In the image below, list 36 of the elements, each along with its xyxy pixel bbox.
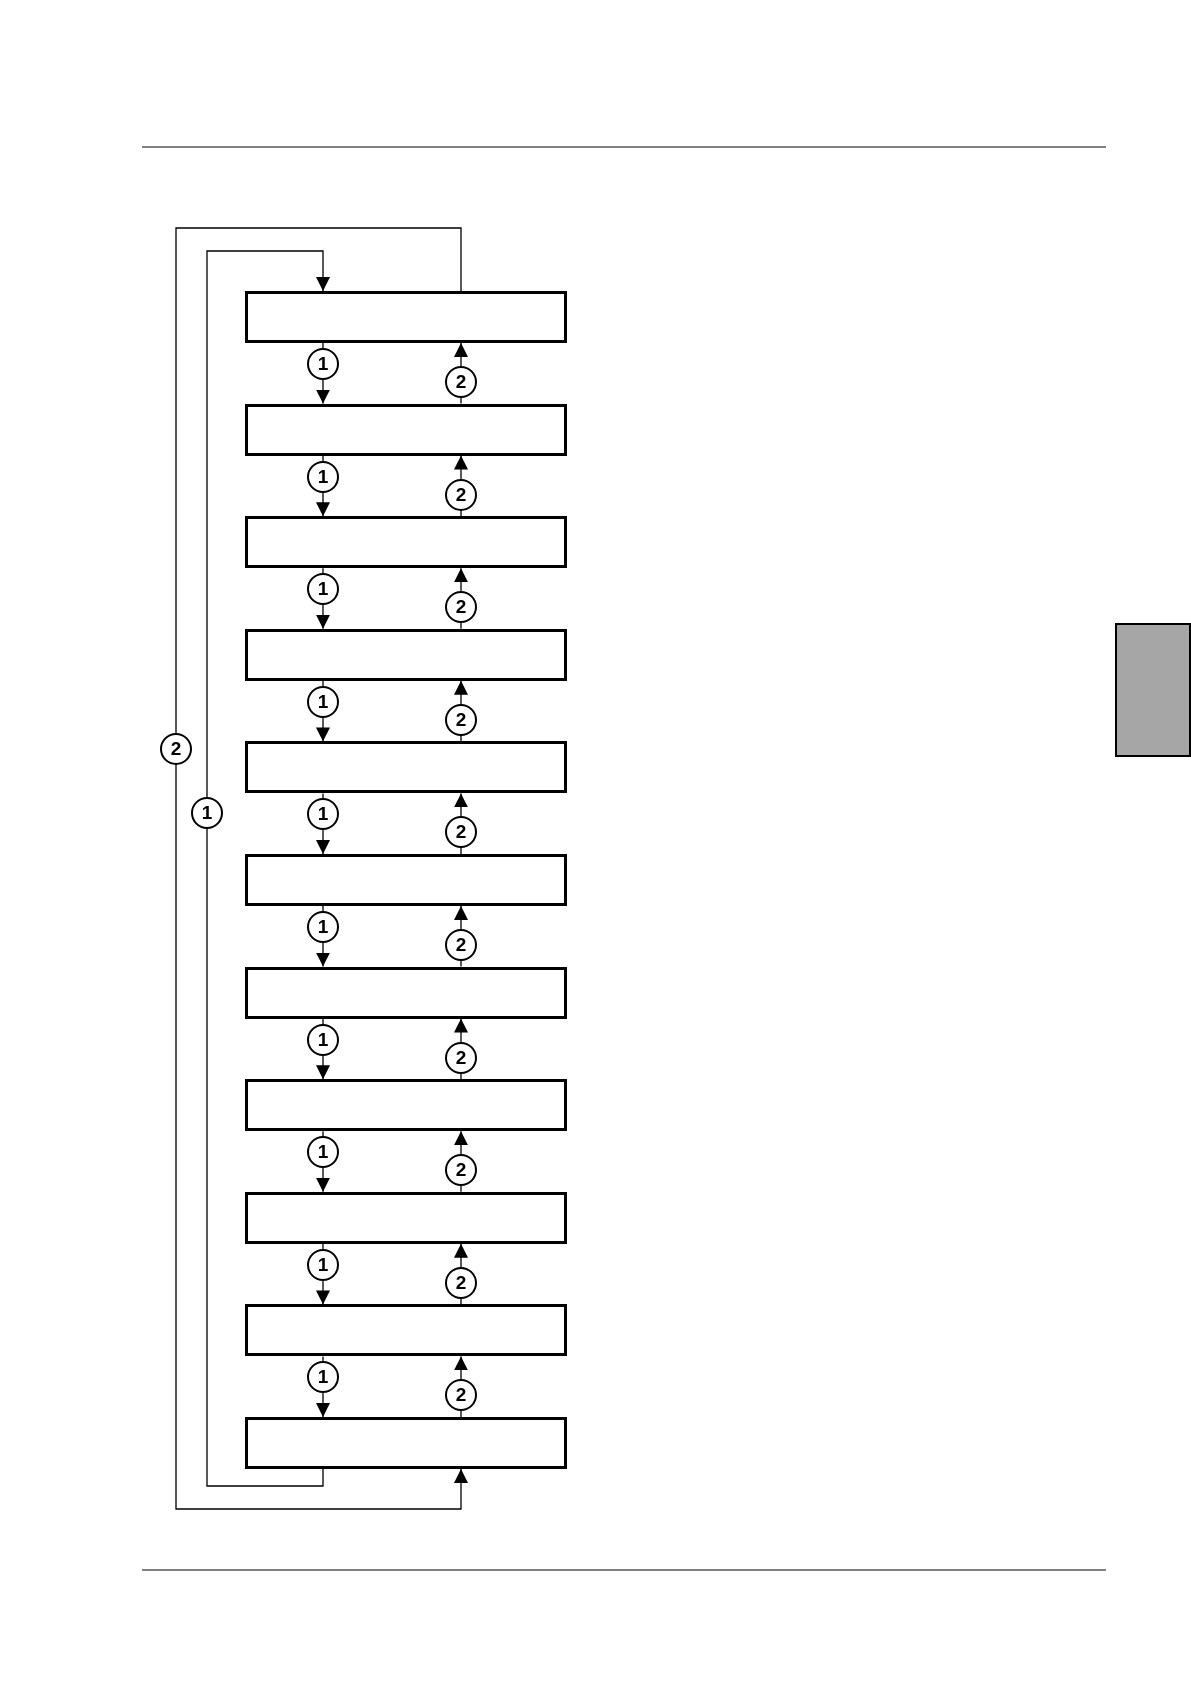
edge-label: 1 — [307, 685, 339, 718]
process-box — [245, 1079, 567, 1132]
process-box — [245, 403, 567, 456]
edge-label: 1 — [307, 1023, 339, 1056]
edge-label: 2 — [445, 929, 477, 961]
edge-label: 2 — [445, 366, 477, 398]
edge-label: 1 — [307, 1361, 339, 1394]
process-box — [245, 516, 567, 569]
edge-label: 2 — [445, 1266, 477, 1299]
edge-label: 2 — [445, 591, 477, 624]
edge-label: 2 — [445, 1154, 477, 1187]
process-box — [245, 741, 567, 794]
section-tab — [1115, 623, 1191, 757]
edge-label: 1 — [307, 1136, 339, 1169]
edge-label: 2 — [445, 1041, 477, 1074]
edge-label: 2 — [160, 733, 192, 766]
edge-label: 1 — [307, 573, 339, 606]
edge-label: 1 — [307, 460, 339, 493]
process-box — [245, 628, 567, 681]
edge-label: 2 — [445, 478, 477, 511]
process-box — [245, 1304, 567, 1357]
process-box — [245, 1191, 567, 1244]
arrow — [175, 227, 468, 1510]
edge-label: 2 — [445, 703, 477, 736]
edge-label: 1 — [307, 1248, 339, 1281]
edge-label: 1 — [307, 911, 339, 943]
edge-label: 2 — [445, 1379, 477, 1412]
process-box — [245, 291, 567, 343]
process-box — [245, 854, 567, 906]
arrow — [206, 250, 330, 1487]
edge-label: 1 — [191, 796, 223, 829]
process-box — [245, 966, 567, 1019]
edge-label: 2 — [445, 816, 477, 849]
edge-label: 1 — [307, 798, 339, 831]
process-box — [245, 1417, 567, 1469]
edge-label: 1 — [307, 348, 339, 380]
